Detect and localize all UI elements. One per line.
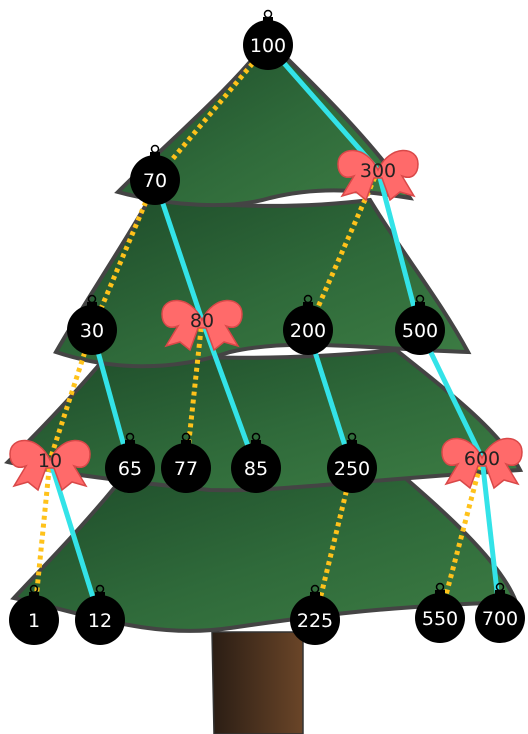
- ornament-ball-icon: [161, 443, 211, 493]
- node-label: 10: [38, 450, 62, 472]
- ornament-node-200: 200: [283, 294, 333, 355]
- ornament-loop-icon: [29, 584, 39, 594]
- ornament-ball-icon: [283, 305, 333, 355]
- node-label: 70: [143, 170, 167, 192]
- ornament-loop-icon: [310, 584, 320, 594]
- ornament-ball-icon: [130, 155, 180, 205]
- ornament-ball-icon: [327, 443, 377, 493]
- node-label: 80: [190, 310, 214, 332]
- node-label: 200: [290, 320, 326, 342]
- tree-trunk: [211, 631, 304, 734]
- edge-n80-n77: [183, 319, 205, 469]
- ornament-ball-icon: [395, 305, 445, 355]
- bow-icon: [337, 149, 419, 202]
- ornament-loop-icon: [303, 294, 313, 304]
- ornament-loop-icon: [95, 584, 105, 594]
- edge-n70-n30: [89, 179, 158, 331]
- node-label: 100: [250, 35, 286, 57]
- edge-n80-n85: [199, 319, 259, 469]
- ornament-ball-icon: [67, 305, 117, 355]
- ornament-node-700: 700: [475, 582, 525, 643]
- ornament-loop-icon: [263, 9, 273, 19]
- edge-n30-n10: [47, 329, 95, 461]
- node-label: 700: [482, 608, 518, 630]
- edge-n600-n550: [437, 457, 485, 619]
- node-label: 600: [464, 448, 500, 470]
- ornament-node-30: 30: [67, 294, 117, 355]
- node-label: 550: [422, 608, 458, 630]
- ornament-loop-icon: [87, 294, 97, 304]
- edge-n100-n300: [266, 43, 380, 172]
- ornament-loop-icon: [495, 582, 505, 592]
- edge-n300-n200: [305, 168, 381, 332]
- ornament-ball-icon: [105, 443, 155, 493]
- bow-icon: [9, 439, 91, 492]
- bow-icon: [441, 437, 523, 490]
- node-label: 250: [334, 458, 370, 480]
- ornament-ball-icon: [231, 443, 281, 493]
- ornament-loop-icon: [347, 432, 357, 442]
- node-label: 300: [360, 160, 396, 182]
- ornament-loop-icon: [415, 294, 425, 304]
- edge-n300-n500: [375, 169, 423, 331]
- node-label: 500: [402, 320, 438, 342]
- node-label: 12: [88, 610, 112, 632]
- ornament-ball-icon: [75, 595, 125, 645]
- ornament-node-500: 500: [395, 294, 445, 355]
- ornament-node-65: 65: [105, 432, 155, 493]
- ornament-ball-icon: [290, 595, 340, 645]
- ornament-node-77: 77: [161, 432, 211, 493]
- ornament-loop-icon: [435, 582, 445, 592]
- bow-node-10: 10: [9, 439, 91, 492]
- bow-node-300: 300: [337, 149, 419, 202]
- ornament-node-225: 225: [290, 584, 340, 645]
- edge-n100-n70: [153, 43, 270, 182]
- node-label: 30: [80, 320, 104, 342]
- ornament-ball-icon: [475, 593, 525, 643]
- tree-body: [4, 37, 524, 633]
- ornament-node-70: 70: [130, 144, 180, 205]
- ornament-node-85: 85: [231, 432, 281, 493]
- ornament-ball-icon: [415, 593, 465, 643]
- bow-node-80: 80: [161, 299, 243, 352]
- node-label: 1: [28, 610, 40, 632]
- edge-n10-n12: [47, 459, 103, 621]
- edge-n250-n225: [312, 467, 355, 621]
- bow-icon: [161, 299, 243, 352]
- ornament-ball-icon: [243, 20, 293, 70]
- ornament-loop-icon: [251, 432, 261, 442]
- node-label: 225: [297, 610, 333, 632]
- nodes-layer: 100 70 300 30 80 200 500 10 65 77 85 250 600 1 12 225 55…: [9, 9, 525, 645]
- tree-tier-1: [114, 37, 415, 208]
- ornament-node-100: 100: [243, 9, 293, 70]
- ornament-loop-icon: [125, 432, 135, 442]
- node-label: 85: [244, 458, 268, 480]
- ornament-loop-icon: [181, 432, 191, 442]
- ornament-node-1: 1: [9, 584, 59, 645]
- ornament-node-12: 12: [75, 584, 125, 645]
- ornament-node-250: 250: [327, 432, 377, 493]
- tree-tier-2: [53, 195, 472, 369]
- ornament-loop-icon: [150, 144, 160, 154]
- edge-n10-n1: [31, 459, 53, 621]
- bow-node-600: 600: [441, 437, 523, 490]
- ornament-node-550: 550: [415, 582, 465, 643]
- node-label: 65: [118, 458, 142, 480]
- node-label: 77: [174, 458, 198, 480]
- ornament-ball-icon: [9, 595, 59, 645]
